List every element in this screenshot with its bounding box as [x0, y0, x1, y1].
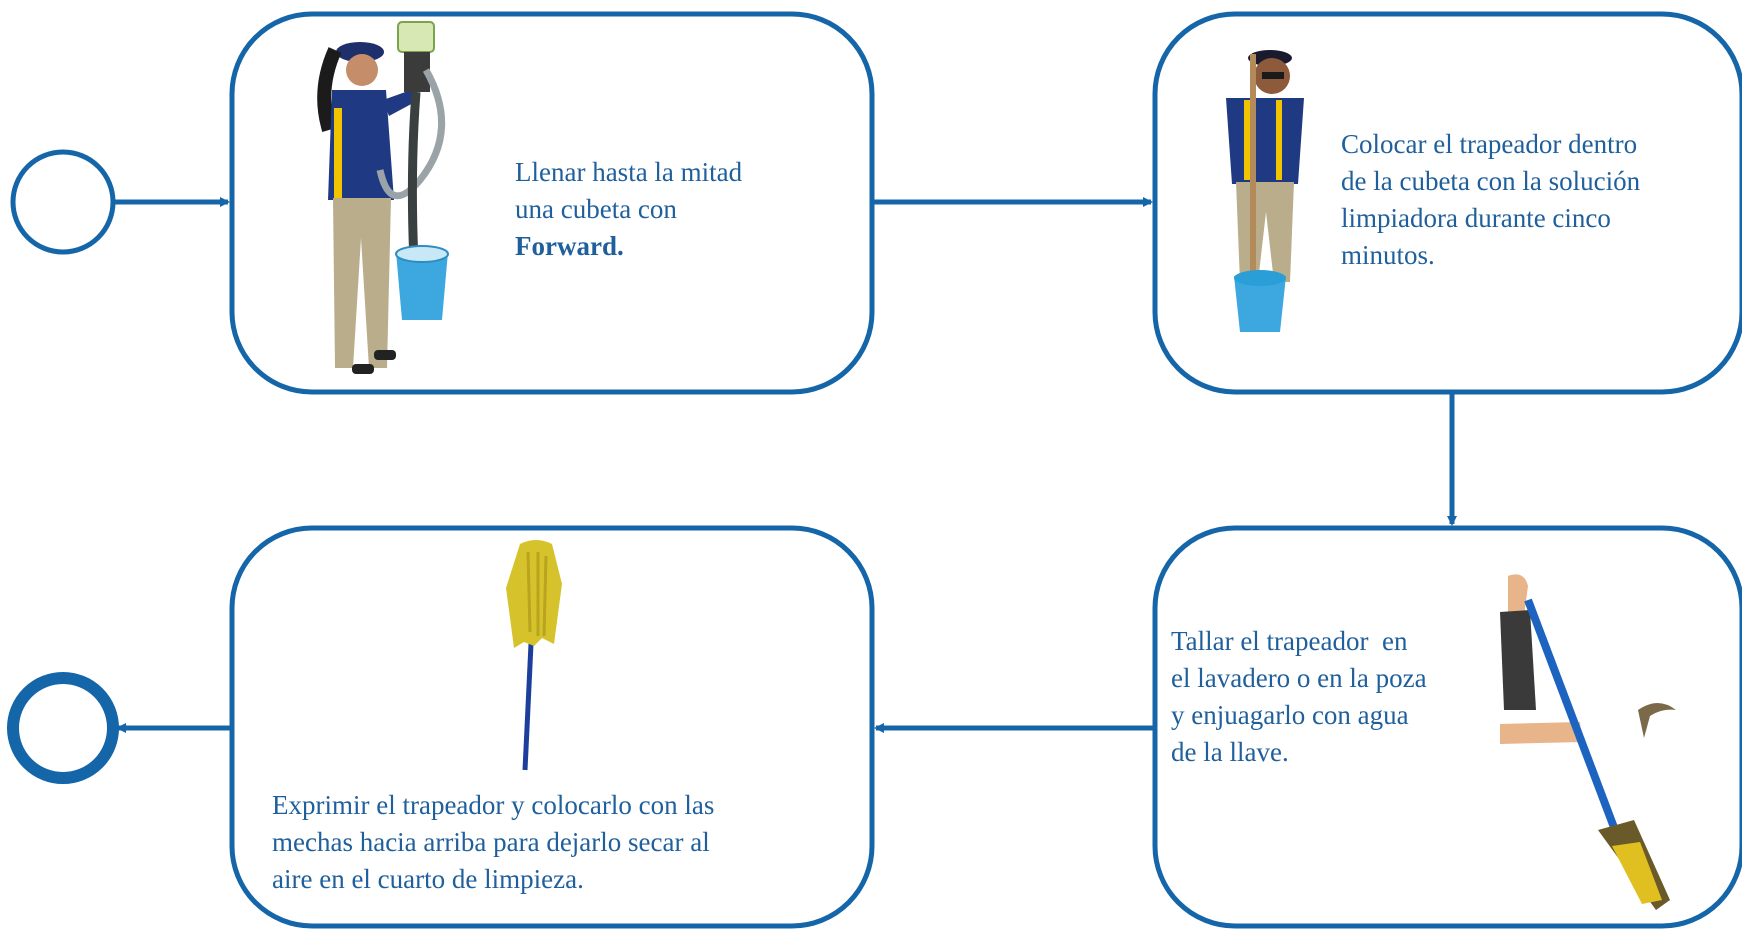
step-4-line-2: mechas hacia arriba para dejarlo secar a… — [272, 827, 710, 857]
step-1-product-name: Forward. — [515, 231, 624, 261]
step-4-text: Exprimir el trapeador y colocarlo con la… — [272, 787, 852, 898]
step-2-line-3: limpiadora durante cinco — [1341, 203, 1611, 233]
mop-drying-illustration — [506, 540, 562, 771]
step-3-line-2: el lavadero o en la poza — [1171, 663, 1427, 693]
step-4-line-3: aire en el cuarto de limpieza. — [272, 864, 584, 894]
end-circle — [7, 672, 119, 784]
step-3-line-4: de la llave. — [1171, 737, 1289, 767]
hands-scrubbing-mop-illustration — [1500, 574, 1676, 910]
step-3-line-1: Tallar el trapeador en — [1171, 626, 1408, 656]
step-1-text: Llenar hasta la mitad una cubeta con For… — [515, 154, 835, 265]
step-2-line-1: Colocar el trapeador dentro — [1341, 129, 1638, 159]
step-1-line-1: Llenar hasta la mitad — [515, 157, 743, 187]
worker-with-mop-illustration — [1226, 50, 1304, 332]
step-4-line-1: Exprimir el trapeador y colocarlo con la… — [272, 790, 715, 820]
start-circle — [10, 149, 116, 255]
step-3-text: Tallar el trapeador en el lavadero o en … — [1171, 623, 1491, 771]
woman-filling-bucket-illustration — [317, 21, 449, 374]
step-2-line-4: minutos. — [1341, 240, 1435, 270]
step-3-line-3: y enjuagarlo con agua — [1171, 700, 1409, 730]
step-2-line-2: de la cubeta con la solución — [1341, 166, 1641, 196]
step-1-line-2: una cubeta con — [515, 194, 677, 224]
step-2-text: Colocar el trapeador dentro de la cubeta… — [1341, 126, 1731, 274]
